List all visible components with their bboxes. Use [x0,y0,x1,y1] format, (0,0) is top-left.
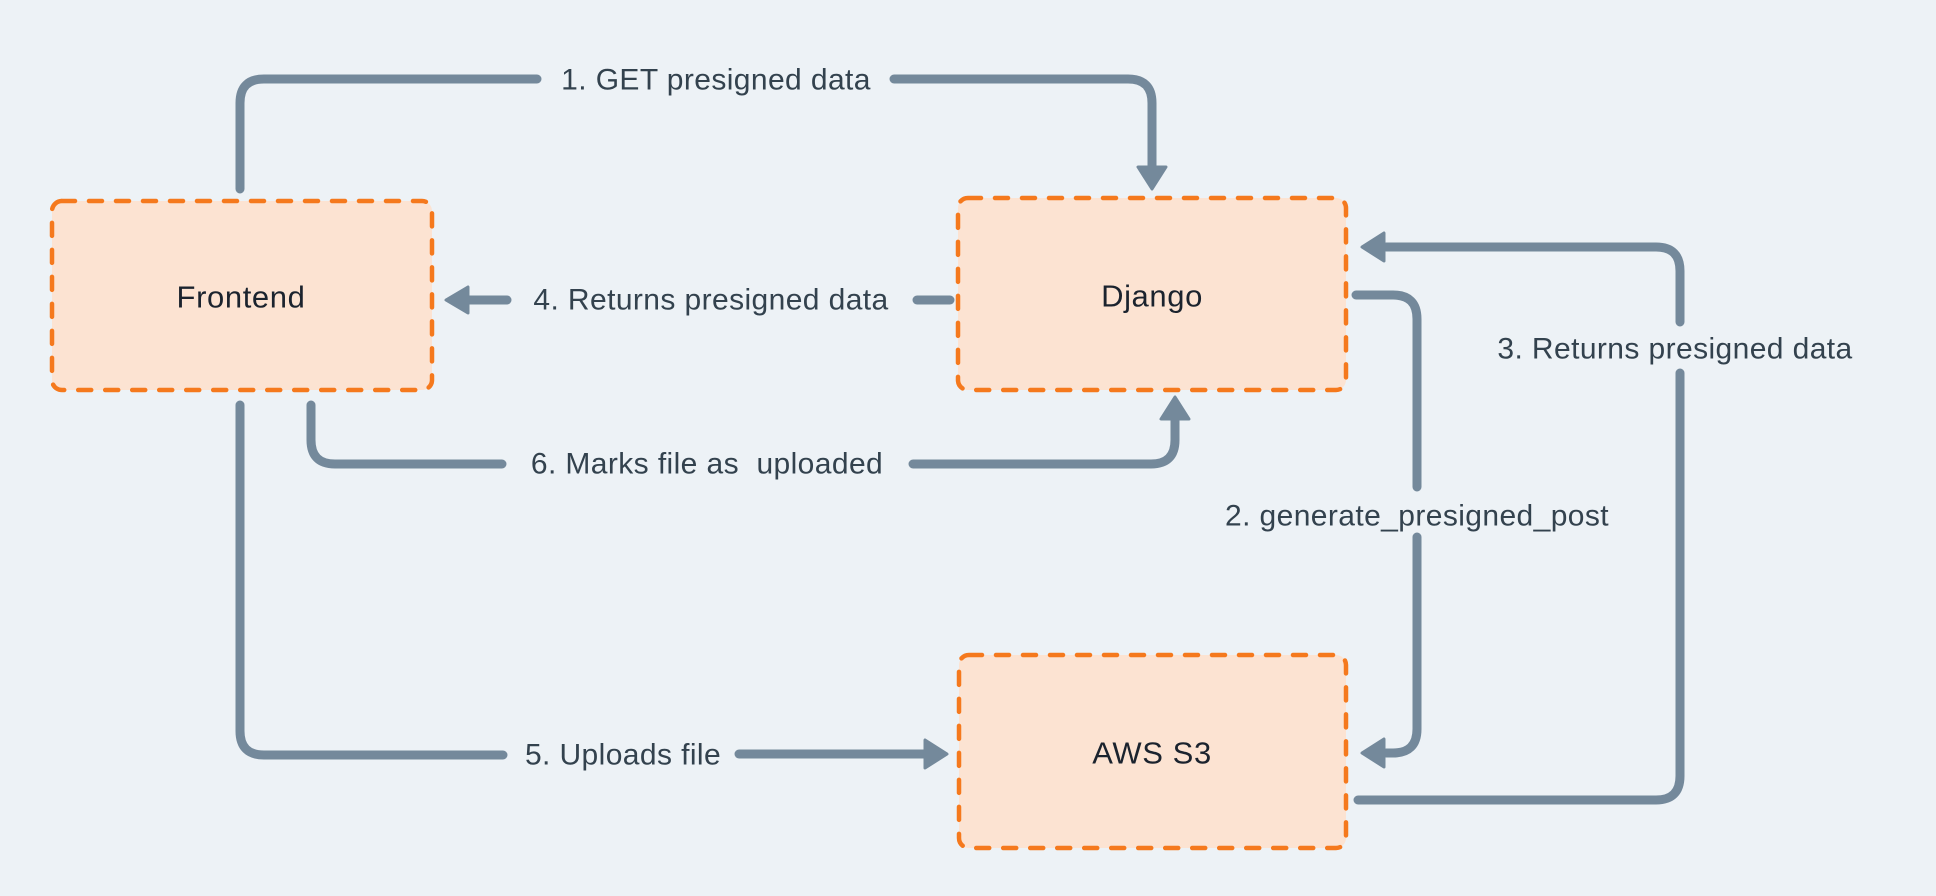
edge-1-path-right [889,74,1157,171]
edge-1-arrowhead-down-icon [1136,165,1168,191]
django-node-label: Django [1101,279,1203,314]
edge-2-label: 2. generate_presigned_post [1225,500,1609,533]
edge-3-path-bottom [1353,368,1685,805]
frontend-node: Frontend [49,198,435,393]
edge-1-label: 1. GET presigned data [561,64,871,97]
edge-4-returns-presigned-data: 4. Returns presigned data [444,284,955,317]
edge-2-generate-presigned-post: 2. generate_presigned_post [1225,290,1609,769]
edge-5-path-left [235,400,508,760]
edge-1-get-presigned-data: 1. GET presigned data [235,64,1168,194]
edge-6-label: 6. Marks file as uploaded [531,448,883,481]
aws-s3-node: AWS S3 [956,652,1349,851]
edge-6-path-right [908,415,1180,469]
edge-4-arrowhead-left-icon [444,285,470,315]
edge-1-path-left [235,74,542,194]
edge-5-arrowhead-right-icon [923,738,949,770]
edge-2-arrowhead-left-icon [1360,737,1386,769]
edge-2-path-bottom [1381,532,1422,758]
frontend-node-box [49,198,435,393]
edge-5-label: 5. Uploads file [525,739,721,772]
frontend-node-label: Frontend [177,280,306,315]
django-node-box [955,195,1349,393]
edge-6-marks-file-as-uploaded: 6. Marks file as uploaded [306,395,1191,481]
django-node: Django [955,195,1349,393]
aws-s3-node-box [956,652,1349,851]
edge-5-uploads-file: 5. Uploads file [235,400,949,772]
edge-6-arrowhead-up-icon [1159,395,1191,421]
edge-3-label: 3. Returns presigned data [1497,333,1852,366]
edge-3-returns-presigned-data: 3. Returns presigned data [1353,231,1852,805]
edge-4-label: 4. Returns presigned data [533,284,888,317]
aws-s3-node-label: AWS S3 [1092,736,1212,771]
edge-6-path-left [306,400,507,469]
edge-3-arrowhead-left-icon [1360,231,1386,263]
edge-3-path-top [1381,242,1685,327]
edge-2-path-top [1351,290,1422,492]
